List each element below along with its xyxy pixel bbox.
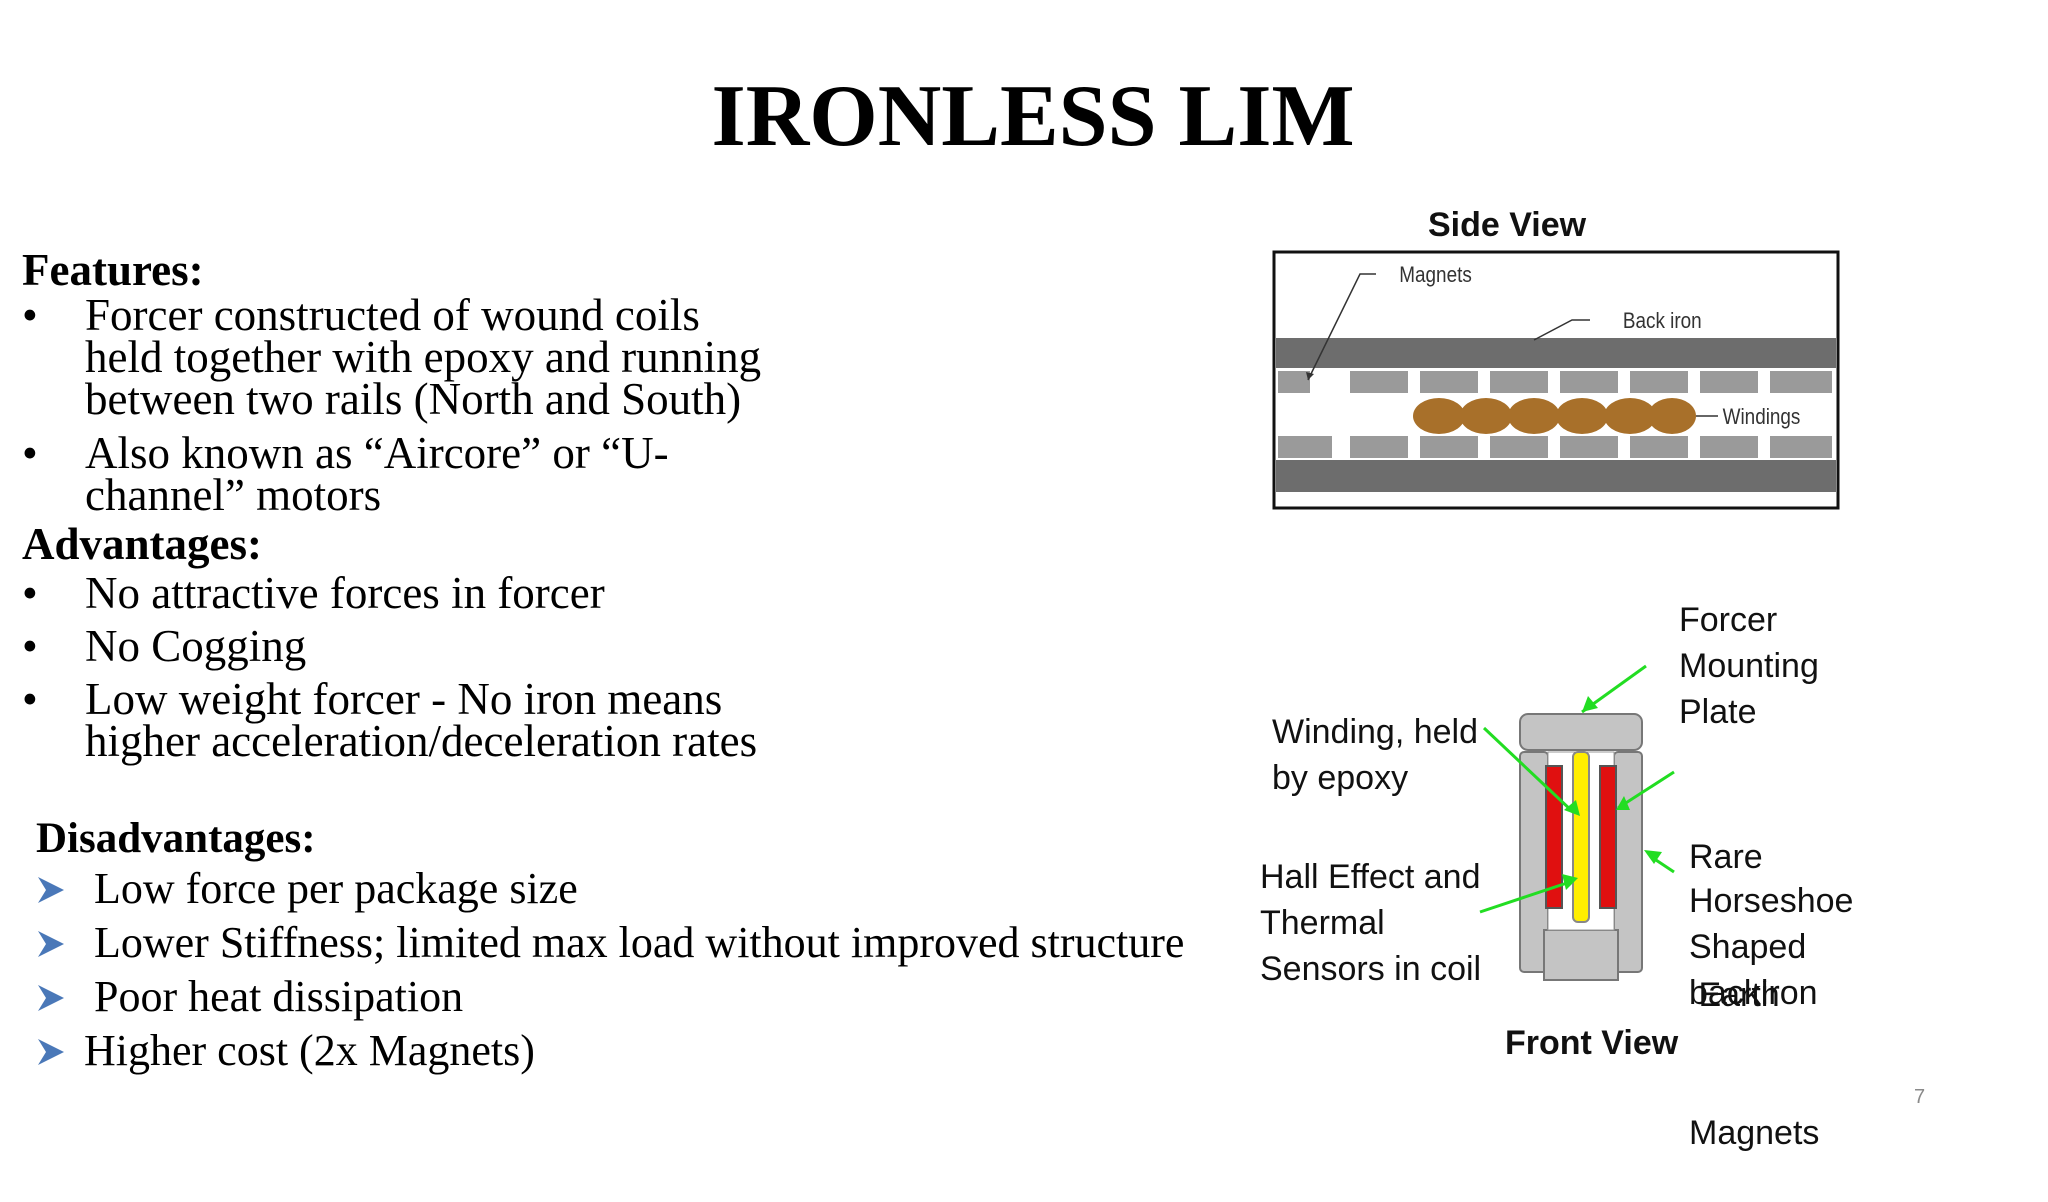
front-view-title: Front View bbox=[1505, 1024, 1679, 1062]
disadvantages-section: Disadvantages: Low force per package siz… bbox=[36, 815, 1236, 1081]
advantages-heading: Advantages: bbox=[22, 519, 263, 569]
back-iron-top bbox=[1276, 338, 1836, 368]
horseshoe-backiron-label: Horseshoe Shaped backiron bbox=[1689, 882, 1854, 1012]
side-view-diagram: Magnets Back iron Windings bbox=[1272, 250, 1840, 510]
advantage-item: • No Cogging bbox=[22, 621, 307, 671]
advantage-item: • Low weight forcer - No iron means high… bbox=[22, 674, 758, 766]
magnet-left bbox=[1545, 765, 1563, 909]
hall-effect-label: Hall Effect and Thermal Sensors in coil bbox=[1260, 858, 1482, 988]
mounting-plate bbox=[1519, 713, 1643, 751]
coil-winding bbox=[1572, 751, 1590, 923]
magnets-bottom-row bbox=[1278, 436, 1832, 458]
bullet-icon: • bbox=[22, 428, 38, 478]
windings-coils bbox=[1413, 398, 1696, 434]
back-iron-label: Back iron bbox=[1623, 309, 1702, 334]
bullet-icon: • bbox=[22, 674, 38, 724]
winding-epoxy-label: Winding, held by epoxy bbox=[1272, 713, 1479, 797]
disadvantages-list: Low force per package size Lower Stiffne… bbox=[36, 865, 1236, 1075]
magnet-right bbox=[1599, 765, 1617, 909]
disadvantage-item: Lower Stiffness; limited max load withou… bbox=[36, 919, 1236, 967]
front-view-diagram bbox=[1479, 664, 1675, 981]
features-heading: Features: bbox=[22, 245, 204, 295]
disadvantage-item: Low force per package size bbox=[36, 865, 1236, 913]
disadvantage-item: Higher cost (2x Magnets) bbox=[36, 1027, 1236, 1075]
advantage-item: • No attractive forces in forcer bbox=[22, 568, 605, 618]
backiron-base bbox=[1543, 929, 1619, 981]
arrow-bullet-icon bbox=[38, 931, 64, 957]
advantages-list: • No attractive forces in forcer • No Co… bbox=[22, 568, 1232, 766]
arrowhead bbox=[1306, 372, 1314, 380]
bullet-icon: • bbox=[22, 568, 38, 618]
features-list: • Forcer constructed of wound coils held… bbox=[22, 290, 1232, 520]
rare-earth-magnets-label: Rare Earth Magnets bbox=[1689, 838, 1820, 1152]
feature-item: • Also known as “Aircore” or “U- channel… bbox=[22, 428, 669, 520]
bullet-icon: • bbox=[22, 621, 38, 671]
magnets-top-row bbox=[1278, 371, 1832, 393]
back-iron-bottom bbox=[1276, 460, 1836, 492]
forcer-mounting-plate-label: Forcer Mounting Plate bbox=[1679, 601, 1819, 731]
bullet-icon: • bbox=[22, 290, 38, 340]
disadvantage-item: Poor heat dissipation bbox=[36, 973, 1236, 1021]
disadvantages-heading: Disadvantages: bbox=[36, 815, 316, 862]
page-number: 7 bbox=[1914, 1086, 1926, 1108]
windings-label: Windings bbox=[1723, 405, 1801, 430]
side-view-title: Side View bbox=[1428, 206, 1587, 244]
feature-item: • Forcer constructed of wound coils held… bbox=[22, 290, 762, 424]
leader-lines bbox=[1307, 273, 1718, 417]
arrow-bullet-icon bbox=[38, 877, 64, 903]
arrow-bullet-icon bbox=[38, 1039, 64, 1065]
slide-title: IRONLESS LIM bbox=[711, 68, 1355, 165]
arrow-bullet-icon bbox=[38, 985, 64, 1011]
magnets-label: Magnets bbox=[1399, 263, 1472, 288]
text-column: Features: • Forcer constructed of wound … bbox=[22, 245, 1232, 766]
callout-arrowheads bbox=[1562, 696, 1662, 890]
